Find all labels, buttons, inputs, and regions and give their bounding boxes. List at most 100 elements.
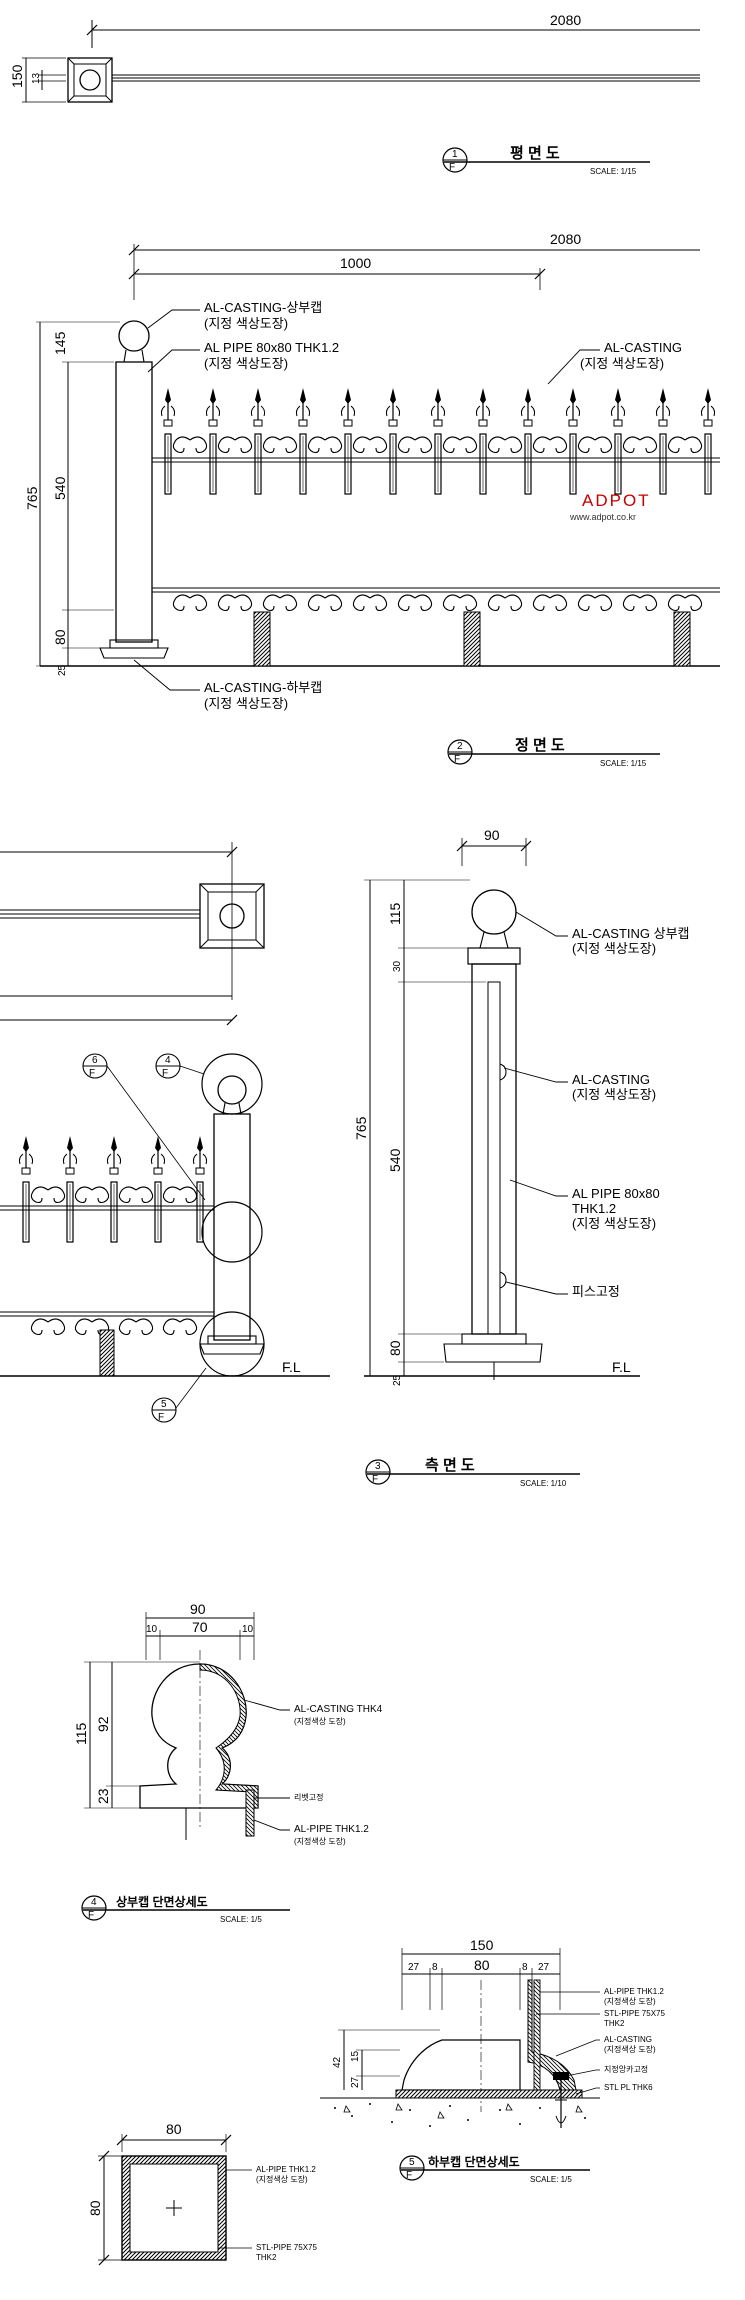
elev-dim-25: 25	[57, 664, 68, 676]
elev-title-label: 정 면 도	[515, 736, 565, 754]
bottom-title-scale: SCALE: 1/5	[530, 2175, 572, 2184]
bottom-dim-27a: 27	[408, 1962, 420, 1973]
elev-dim-765: 765	[24, 486, 40, 510]
partial-marker-5-sheet: F	[158, 1412, 164, 1423]
plan-dim-150: 150	[9, 64, 25, 88]
top-title-sheet: F	[88, 1910, 94, 1921]
top-dim-70: 70	[192, 1619, 208, 1635]
plan-dim-2080: 2080	[550, 12, 581, 28]
bottom-callout-casting: AL-CASTING	[604, 2035, 652, 2044]
elev-dim-540: 540	[52, 476, 68, 500]
bottom-callout-anchor: 지정앙카고정	[604, 2064, 648, 2074]
elev-dim-80: 80	[52, 629, 68, 645]
partial-marker-5: 5	[161, 1399, 167, 1410]
bottom-dim-42: 42	[332, 2056, 343, 2068]
top-dim-10a: 10	[146, 1624, 158, 1635]
side-callout-pipe-thk: THK1.2	[572, 1201, 616, 1216]
side-dim-30: 30	[392, 960, 403, 972]
elevation-title-block: 2 F 정 면 도 SCALE: 1/15	[447, 736, 660, 768]
top-callout-rivet: 리벳고정	[294, 1792, 323, 1802]
side-callout-casting-note: (지정 색상도장)	[572, 1087, 656, 1102]
side-dim-540: 540	[387, 1148, 403, 1172]
bottom-callout-al-pipe-note: (지정색상 도장)	[604, 1996, 656, 2006]
bottom-title-label: 하부캡 단면상세도	[428, 2154, 520, 2169]
side-dim-25: 25	[392, 1374, 403, 1386]
top-callout-casting-note: (지정색상 도장)	[294, 1716, 346, 1726]
plan-view: 2080 150 13	[9, 12, 700, 103]
elev-dim-1000: 1000	[340, 255, 371, 271]
side-callout-casting: AL-CASTING	[572, 1072, 650, 1087]
elev-callout-pipe: AL PIPE 80x80 THK1.2	[204, 340, 339, 355]
elev-callout-bottom-cap-note: (지정 색상도장)	[204, 696, 288, 711]
side-callout-pipe: AL PIPE 80x80	[572, 1186, 660, 1201]
section-dim-80-side: 80	[87, 2200, 103, 2216]
top-title-scale: SCALE: 1/5	[220, 1915, 262, 1924]
partial-elevation: F.L 6 F 4 F 5 F	[0, 842, 330, 1423]
bottom-dim-15: 15	[350, 2050, 361, 2062]
watermark-url: www.adpot.co.kr	[569, 512, 636, 522]
elev-dim-145: 145	[52, 331, 68, 355]
top-dim-92: 92	[95, 1716, 111, 1732]
front-elevation: 2080 1000 765 145 540 80 25	[24, 231, 720, 711]
section-dim-80-top: 80	[166, 2121, 182, 2137]
elev-title-sheet: F	[454, 754, 460, 765]
elev-callout-casting: AL-CASTING	[604, 340, 682, 355]
partial-floor-label: F.L	[282, 1359, 301, 1375]
side-title-label: 측 면 도	[425, 1457, 475, 1474]
top-title-number: 4	[91, 1897, 97, 1908]
side-dim-80: 80	[387, 1340, 403, 1356]
top-title-label: 상부캡 단면상세도	[116, 1894, 208, 1909]
side-dim-115: 115	[387, 902, 403, 925]
top-dim-115: 115	[73, 1722, 89, 1745]
side-callout-screw: 피스고정	[572, 1284, 620, 1299]
elev-callout-bottom-cap: AL-CASTING-하부캡	[204, 680, 322, 695]
side-dim-90: 90	[484, 827, 500, 843]
side-title-block: 3 F 측 면 도 SCALE: 1/10	[365, 1457, 580, 1488]
top-callout-pipe-note: (지정색상 도장)	[294, 1836, 346, 1846]
top-cap-title-block: 4 F 상부캡 단면상세도 SCALE: 1/5	[81, 1894, 290, 1924]
bottom-callout-al-pipe: AL-PIPE THK1.2	[604, 1987, 664, 1996]
section-callout-al-pipe: AL-PIPE THK1.2	[256, 2165, 316, 2174]
bottom-title-sheet: F	[406, 2170, 412, 2181]
bottom-cap-title-block: 5 F 하부캡 단면상세도 SCALE: 1/5	[399, 2154, 590, 2184]
top-callout-casting: AL-CASTING THK4	[294, 1704, 383, 1715]
side-callout-pipe-note: (지정 색상도장)	[572, 1216, 656, 1231]
section-callout-stl-pipe: STL-PIPE 75X75	[256, 2243, 317, 2252]
side-title-sheet: F	[372, 1474, 378, 1485]
side-callout-top-cap: AL-CASTING 상부캡	[572, 926, 690, 941]
side-title-scale: SCALE: 1/10	[520, 1479, 567, 1488]
side-floor-label: F.L	[612, 1359, 631, 1375]
top-callout-pipe: AL-PIPE THK1.2	[294, 1824, 369, 1835]
partial-marker-6: 6	[92, 1055, 98, 1066]
bottom-callout-plate: STL PL THK6	[604, 2083, 653, 2092]
plan-title-sheet: F	[449, 162, 455, 173]
partial-marker-4-sheet: F	[162, 1068, 168, 1079]
bottom-dim-27c: 27	[350, 2076, 361, 2088]
elev-title-number: 2	[457, 741, 463, 752]
partial-marker-4: 4	[165, 1055, 171, 1066]
plan-title-block: 1 F 평 면 도 SCALE: 1/15	[442, 144, 650, 176]
bottom-dim-8b: 8	[522, 1962, 528, 1973]
elev-dim-2080: 2080	[550, 231, 581, 247]
side-title-number: 3	[375, 1461, 381, 1472]
elev-callout-pipe-note: (지정 색상도장)	[204, 356, 288, 371]
side-callout-top-cap-note: (지정 색상도장)	[572, 941, 656, 956]
side-view: 90 765 115 30 540 80 25 F.L AL-CASTING 상…	[353, 827, 690, 1386]
bottom-callout-casting-note: (지정색상 도장)	[604, 2044, 656, 2054]
detail-bottom-cap: 150 27 8 80 8 27 42 27 15	[320, 1937, 665, 2128]
elev-callout-casting-note: (지정 색상도장)	[580, 356, 664, 371]
plan-title-number: 1	[452, 149, 458, 160]
elev-callout-top-cap-note: (지정 색상도장)	[204, 316, 288, 331]
watermark-brand: ADPOT	[582, 491, 651, 510]
top-dim-90: 90	[190, 1601, 206, 1617]
section-callout-stl-pipe-thk: THK2	[256, 2253, 277, 2262]
partial-marker-6-sheet: F	[89, 1068, 95, 1079]
bottom-dim-8a: 8	[432, 1962, 438, 1973]
bottom-dim-27b: 27	[538, 1962, 550, 1973]
bottom-dim-80: 80	[474, 1957, 490, 1973]
detail-top-cap: 90 10 70 10 115 92 23 AL-CASTING THK4 (지…	[73, 1601, 383, 1846]
bottom-title-number: 5	[409, 2157, 415, 2168]
bottom-callout-stl-pipe-thk: THK2	[604, 2019, 625, 2028]
detail-pipe-section: 80 80 AL-PIPE THK1.2 (지정색상 도장) STL-PIPE …	[87, 2121, 317, 2266]
